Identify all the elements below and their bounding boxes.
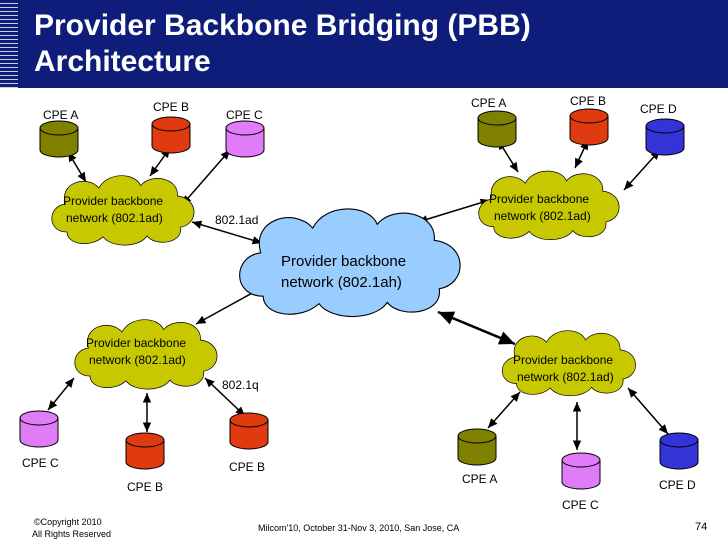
link-br-cpe-a <box>487 391 521 429</box>
cpe-tl-a-cylinder <box>39 120 79 158</box>
footer-event: Milcom'10, October 31-Nov 3, 2010, San J… <box>258 523 460 533</box>
edge-cloud-top-right: Provider backbone network (802.1ad) <box>478 170 620 241</box>
cpe-tr-b-label: CPE B <box>570 94 606 108</box>
link-bl-cpe-b2 <box>204 377 246 417</box>
cpe-br-d-label: CPE D <box>659 478 696 492</box>
cpe-tr-d-label: CPE D <box>640 102 677 116</box>
cpe-tl-b-label: CPE B <box>153 100 189 114</box>
link-tl-core <box>191 220 263 245</box>
cpe-tr-b-cylinder <box>569 108 609 146</box>
cpe-br-c-cylinder <box>561 452 601 490</box>
cpe-tr-a-cylinder <box>477 110 517 148</box>
edge-tl-label-line2: network (802.1ad) <box>66 211 163 225</box>
edge-tl-label-line1: Provider backbone <box>63 194 163 208</box>
cpe-br-a-cylinder <box>457 428 497 466</box>
cpe-tr-a-label: CPE A <box>471 96 506 110</box>
edge-tr-label-line1: Provider backbone <box>489 192 589 206</box>
edge-bl-label-line2: network (802.1ad) <box>89 353 186 367</box>
cpe-tl-a-label: CPE A <box>43 108 78 122</box>
cpe-bl-b1-cylinder <box>125 432 165 470</box>
cpe-tl-b-cylinder <box>151 116 191 154</box>
link-tl-cpe-c <box>181 149 231 206</box>
title-stripe <box>0 0 18 88</box>
cpe-bl-b1-label: CPE B <box>127 480 163 494</box>
cpe-br-a-label: CPE A <box>462 472 497 486</box>
link-br-core <box>437 310 516 346</box>
link-bl-cpe-c <box>47 377 75 411</box>
link-label-802-1q: 802.1q <box>222 378 259 392</box>
copyright-line2: All Rights Reserved <box>32 529 112 539</box>
link-tr-cpe-d <box>623 149 661 191</box>
page-number: 74 <box>695 521 708 533</box>
edge-cloud-top-left: Provider backbone network (802.1ad) <box>51 175 195 246</box>
core-label-line1: Provider backbone <box>281 253 406 270</box>
core-label-line2: network (802.1ah) <box>281 274 402 291</box>
core-network-cloud: Provider backbone network (802.1ah) <box>238 208 461 318</box>
link-label-802-1ad: 802.1ad <box>215 213 258 227</box>
cpe-br-d-cylinder <box>659 432 699 470</box>
edge-cloud-bottom-right: Provider backbone network (802.1ad) <box>501 330 636 397</box>
link-group <box>47 139 669 450</box>
cpe-tl-c-cylinder <box>225 120 265 158</box>
title-bar <box>0 0 728 88</box>
edge-tr-label-line2: network (802.1ad) <box>494 209 591 223</box>
cpe-bl-c-label: CPE C <box>22 456 59 470</box>
cpe-br-c-label: CPE C <box>562 498 599 512</box>
cpe-bl-b2-cylinder <box>229 412 269 450</box>
edge-cloud-bottom-left: Provider backbone network (802.1ad) <box>74 319 218 390</box>
edge-br-label-line1: Provider backbone <box>513 353 613 367</box>
cpe-bl-c-cylinder <box>19 410 59 448</box>
cpe-bl-b2-label: CPE B <box>229 460 265 474</box>
link-tr-core <box>417 198 491 224</box>
edge-br-label-line2: network (802.1ad) <box>517 370 614 384</box>
edge-bl-label-line1: Provider backbone <box>86 336 186 350</box>
copyright-line1: ©Copyright 2010 <box>34 517 102 527</box>
cpe-tr-d-cylinder <box>645 118 685 156</box>
link-tl-cpe-a <box>67 151 87 183</box>
slide-title: Provider Backbone Bridging (PBB) Archite… <box>34 9 531 78</box>
cpe-tl-c-label: CPE C <box>226 108 263 122</box>
link-br-cpe-d <box>627 387 669 435</box>
